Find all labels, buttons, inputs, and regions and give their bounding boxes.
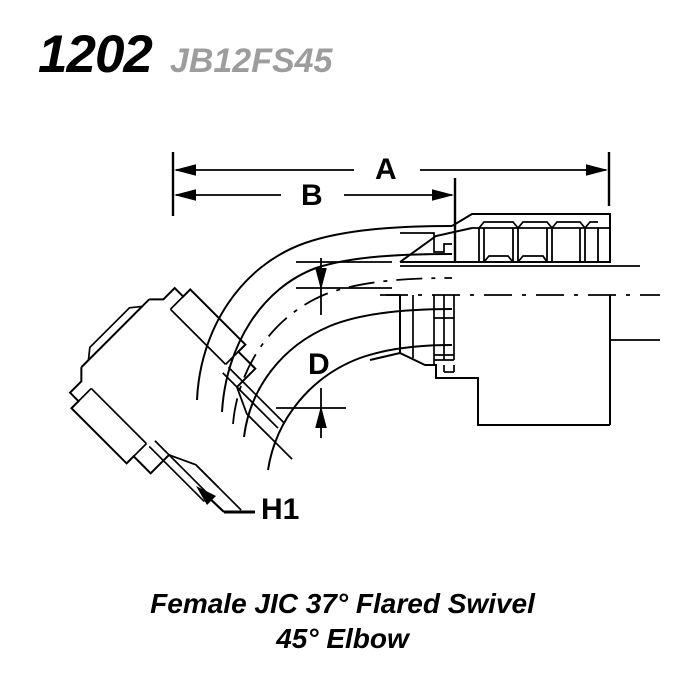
flare-seat-upper bbox=[236, 386, 271, 438]
bend-outer-lower-contour bbox=[267, 344, 453, 471]
nut-flat-line-top bbox=[169, 308, 227, 366]
caption-line-2: 45° Elbow bbox=[276, 623, 409, 654]
body-to-bend-transition-lower bbox=[369, 352, 401, 361]
nut-shoulder-top bbox=[224, 344, 246, 366]
fitting-geometry bbox=[68, 213, 660, 511]
dimension-label-b: B bbox=[301, 179, 323, 212]
arrowhead-a-right bbox=[586, 164, 608, 176]
caption-line-1: Female JIC 37° Flared Swivel bbox=[150, 588, 535, 619]
dimension-label-a: A bbox=[375, 153, 397, 186]
bend-outer-top-contour bbox=[196, 225, 453, 401]
arrowhead-d-upper bbox=[315, 268, 327, 290]
barb-tooth-crests bbox=[478, 221, 598, 229]
nut-left-edge-upper bbox=[80, 298, 150, 368]
body-lower-outline bbox=[399, 295, 610, 426]
nut-face-chamfer bbox=[87, 305, 143, 361]
nut-flat-edge-left-top bbox=[169, 288, 191, 310]
nut-flat-line-bottom bbox=[90, 387, 148, 445]
dimension-lines bbox=[171, 152, 611, 514]
arrowhead-a-left bbox=[174, 164, 196, 176]
nut-bore-upper bbox=[268, 435, 293, 460]
arrowhead-b-left bbox=[174, 189, 196, 201]
swivel-nut-assembly bbox=[68, 286, 293, 511]
barb-serrations bbox=[478, 228, 599, 262]
arrowhead-h1 bbox=[196, 486, 216, 505]
centerline-bend bbox=[232, 277, 453, 425]
arrowhead-b-right bbox=[432, 189, 454, 201]
barb-stub bbox=[400, 232, 452, 253]
bend-inner-top-contour bbox=[221, 253, 453, 413]
nut-outer-profile-lower bbox=[68, 367, 170, 475]
nut-flat-edge-left-bottom bbox=[70, 387, 92, 409]
barb-shoulder-top bbox=[451, 213, 610, 227]
part-alias: JB12FS45 bbox=[169, 42, 333, 80]
body-internal-lines bbox=[412, 295, 455, 373]
nut-shoulder-bottom bbox=[126, 442, 148, 464]
barb-tooth-roots bbox=[483, 255, 548, 263]
ferrule-upper-outline bbox=[400, 213, 611, 263]
fitting-caption: Female JIC 37° Flared Swivel 45° Elbow bbox=[0, 586, 685, 656]
part-number: 1202 bbox=[38, 25, 153, 84]
dimension-label-h1: H1 bbox=[261, 493, 300, 526]
dimension-label-d: D bbox=[308, 348, 330, 381]
page-title: 1202 JB12FS45 bbox=[38, 28, 332, 81]
flare-seat-lower bbox=[168, 454, 220, 489]
barb-cone-upper bbox=[399, 227, 473, 263]
nut-bore-lower bbox=[217, 486, 242, 511]
nut-thread-detail bbox=[148, 366, 285, 503]
arrowhead-d-lower bbox=[315, 406, 327, 428]
